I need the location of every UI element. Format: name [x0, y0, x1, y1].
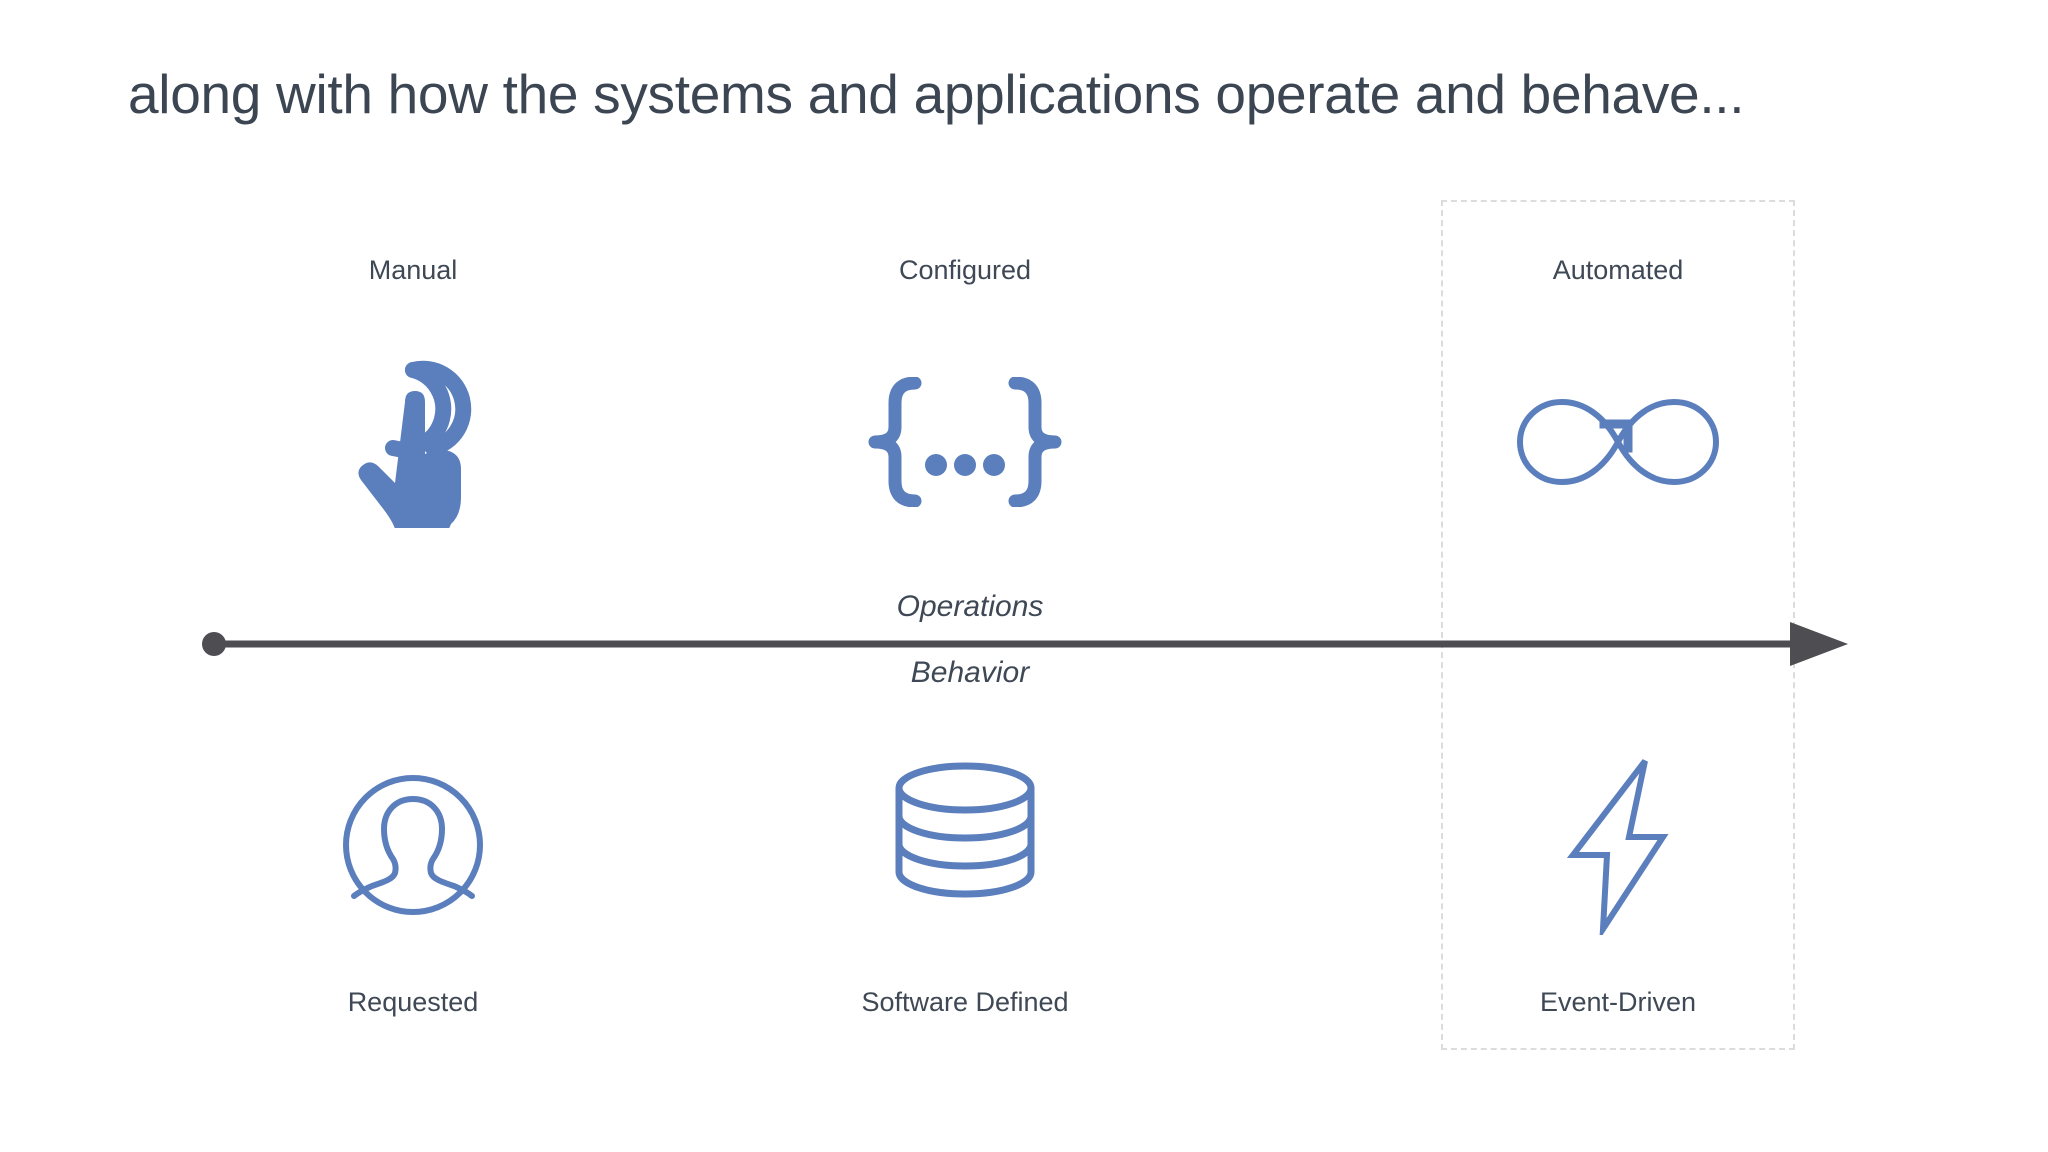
column-label-manual: Manual [368, 255, 458, 285]
column-label-configured: Configured [898, 255, 1032, 285]
axis-arrow [200, 600, 1860, 700]
column-manual: Manual Requested [233, 0, 593, 1152]
column-automated: Automated Event-Driven [1438, 0, 1798, 1152]
axis-label-operations: Operations [896, 590, 1044, 623]
database-icon [785, 745, 1145, 945]
column-label-requested: Requested [347, 987, 479, 1017]
column-label-event-driven: Event-Driven [1539, 987, 1697, 1017]
axis-label-behavior: Behavior [910, 656, 1030, 689]
column-label-software-defined: Software Defined [861, 987, 1069, 1017]
column-configured: Configured [785, 0, 1145, 1152]
user-circle-icon [233, 745, 593, 945]
tap-hand-icon [233, 352, 593, 532]
column-label-automated: Automated [1552, 255, 1684, 285]
lightning-bolt-icon [1438, 745, 1798, 945]
page-title: along with how the systems and applicati… [128, 63, 1745, 125]
curly-braces-ellipsis-icon [785, 352, 1145, 532]
infinity-loop-arrow-icon [1438, 352, 1798, 532]
